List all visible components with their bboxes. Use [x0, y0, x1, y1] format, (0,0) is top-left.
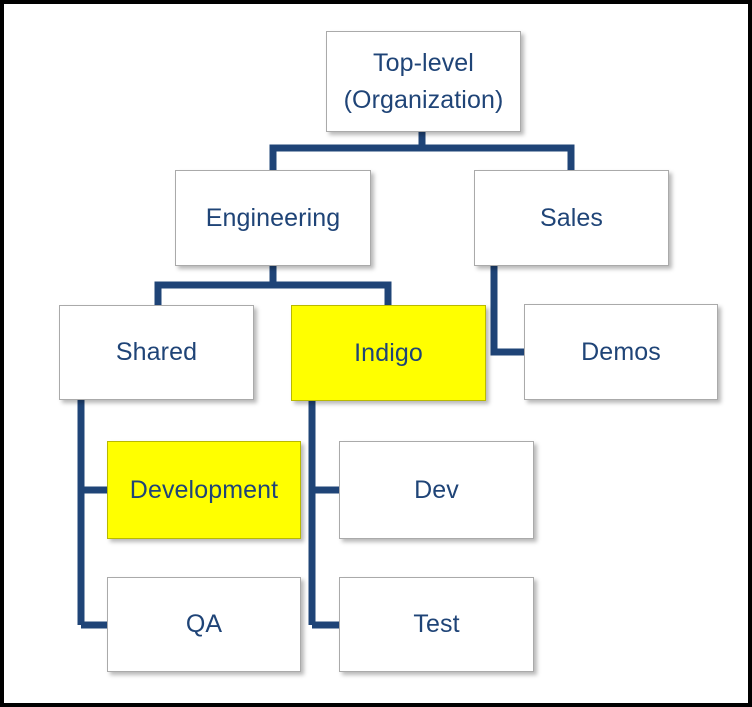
node-label-top-level: Top-level (Organization) [343, 49, 504, 114]
node-dev[interactable]: Dev [339, 441, 534, 539]
edge-top-to-sales [422, 144, 575, 170]
node-top-level[interactable]: Top-level (Organization) [326, 31, 521, 132]
node-sales[interactable]: Sales [474, 170, 669, 266]
node-development[interactable]: Development [107, 441, 301, 539]
node-label-shared: Shared [115, 338, 198, 367]
node-indigo[interactable]: Indigo [291, 305, 486, 401]
node-shared[interactable]: Shared [59, 305, 254, 400]
node-label-development: Development [129, 475, 279, 504]
edge-engineering-to-indigo [273, 281, 392, 305]
edge-top-to-engineering [269, 144, 422, 170]
node-label-qa: QA [185, 610, 223, 639]
node-label-test: Test [413, 610, 460, 639]
node-label-indigo: Indigo [354, 338, 423, 367]
node-engineering[interactable]: Engineering [175, 170, 371, 266]
node-label-sales: Sales [539, 203, 604, 232]
edge-sales-to-demos [490, 266, 524, 356]
node-label-demos: Demos [581, 337, 661, 366]
node-demos[interactable]: Demos [524, 304, 718, 400]
node-test[interactable]: Test [339, 577, 534, 672]
edge-engineering-to-shared [154, 281, 273, 305]
org-chart-canvas: Top-level (Organization) Engineering Sal… [4, 4, 748, 703]
node-label-engineering: Engineering [205, 203, 341, 232]
node-label-dev: Dev [414, 475, 459, 504]
node-qa[interactable]: QA [107, 577, 301, 672]
